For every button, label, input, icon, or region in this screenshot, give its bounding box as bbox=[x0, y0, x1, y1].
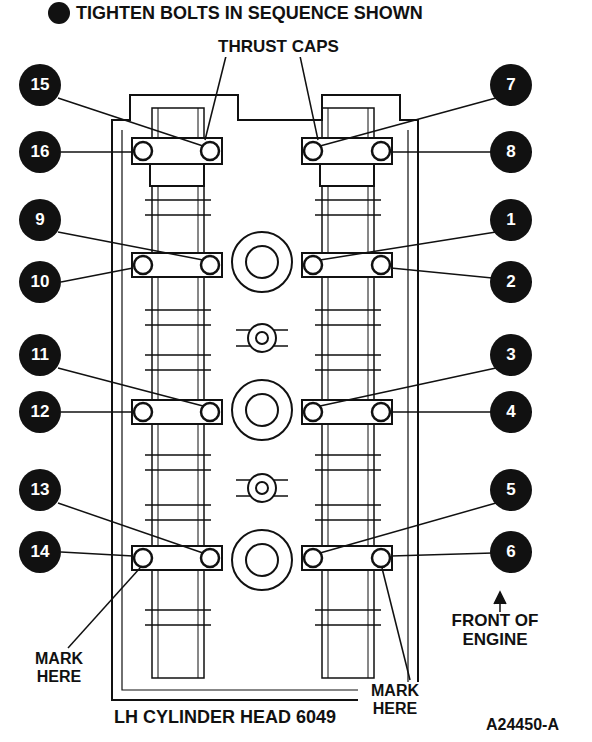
callout-circle: 6 bbox=[490, 531, 532, 573]
callout-number: 4 bbox=[506, 402, 515, 422]
caption-label: LH CYLINDER HEAD 6049 bbox=[112, 708, 338, 728]
callout-number: 11 bbox=[31, 345, 49, 365]
callout-number: 15 bbox=[31, 75, 50, 95]
callout-number: 12 bbox=[31, 402, 50, 422]
note-label: MARK HERE bbox=[358, 682, 432, 717]
callout-number: 3 bbox=[506, 345, 515, 365]
callout-circle: 9 bbox=[19, 199, 61, 241]
callout-number: 13 bbox=[31, 480, 50, 500]
callout-number: 7 bbox=[506, 75, 515, 95]
callout-number: 5 bbox=[506, 480, 515, 500]
callout-number: 16 bbox=[31, 142, 50, 162]
callout-circle: 8 bbox=[490, 131, 532, 173]
legend-swatch bbox=[48, 2, 70, 24]
callout-circle: 12 bbox=[19, 391, 61, 433]
callout-number: 8 bbox=[506, 142, 515, 162]
callout-circle: 16 bbox=[19, 131, 61, 173]
callout-circle: 10 bbox=[19, 261, 61, 303]
callout-circle: 1 bbox=[490, 199, 532, 241]
callout-circle: 15 bbox=[19, 64, 61, 106]
callout-number: 2 bbox=[506, 272, 515, 292]
callout-circle: 2 bbox=[490, 261, 532, 303]
callout-circle: 13 bbox=[19, 469, 61, 511]
callout-circle: 4 bbox=[490, 391, 532, 433]
callout-number: 10 bbox=[31, 272, 50, 292]
callout-circle: 11 bbox=[19, 334, 61, 376]
legend-row: TIGHTEN BOLTS IN SEQUENCE SHOWN bbox=[48, 2, 423, 24]
callout-circle: 7 bbox=[490, 64, 532, 106]
direction-label: FRONT OF ENGINE bbox=[432, 612, 558, 649]
callout-number: 14 bbox=[31, 542, 50, 562]
callout-number: 9 bbox=[35, 210, 44, 230]
callout-circle: 3 bbox=[490, 334, 532, 376]
part-label: THRUST CAPS bbox=[216, 38, 341, 57]
legend-text: TIGHTEN BOLTS IN SEQUENCE SHOWN bbox=[76, 3, 423, 24]
callout-number: 6 bbox=[506, 542, 515, 562]
callout-circle: 14 bbox=[19, 531, 61, 573]
figure-id: A24450-A bbox=[484, 716, 561, 734]
callout-circle: 5 bbox=[490, 469, 532, 511]
callout-number: 1 bbox=[506, 210, 515, 230]
note-label: MARK HERE bbox=[22, 650, 96, 685]
